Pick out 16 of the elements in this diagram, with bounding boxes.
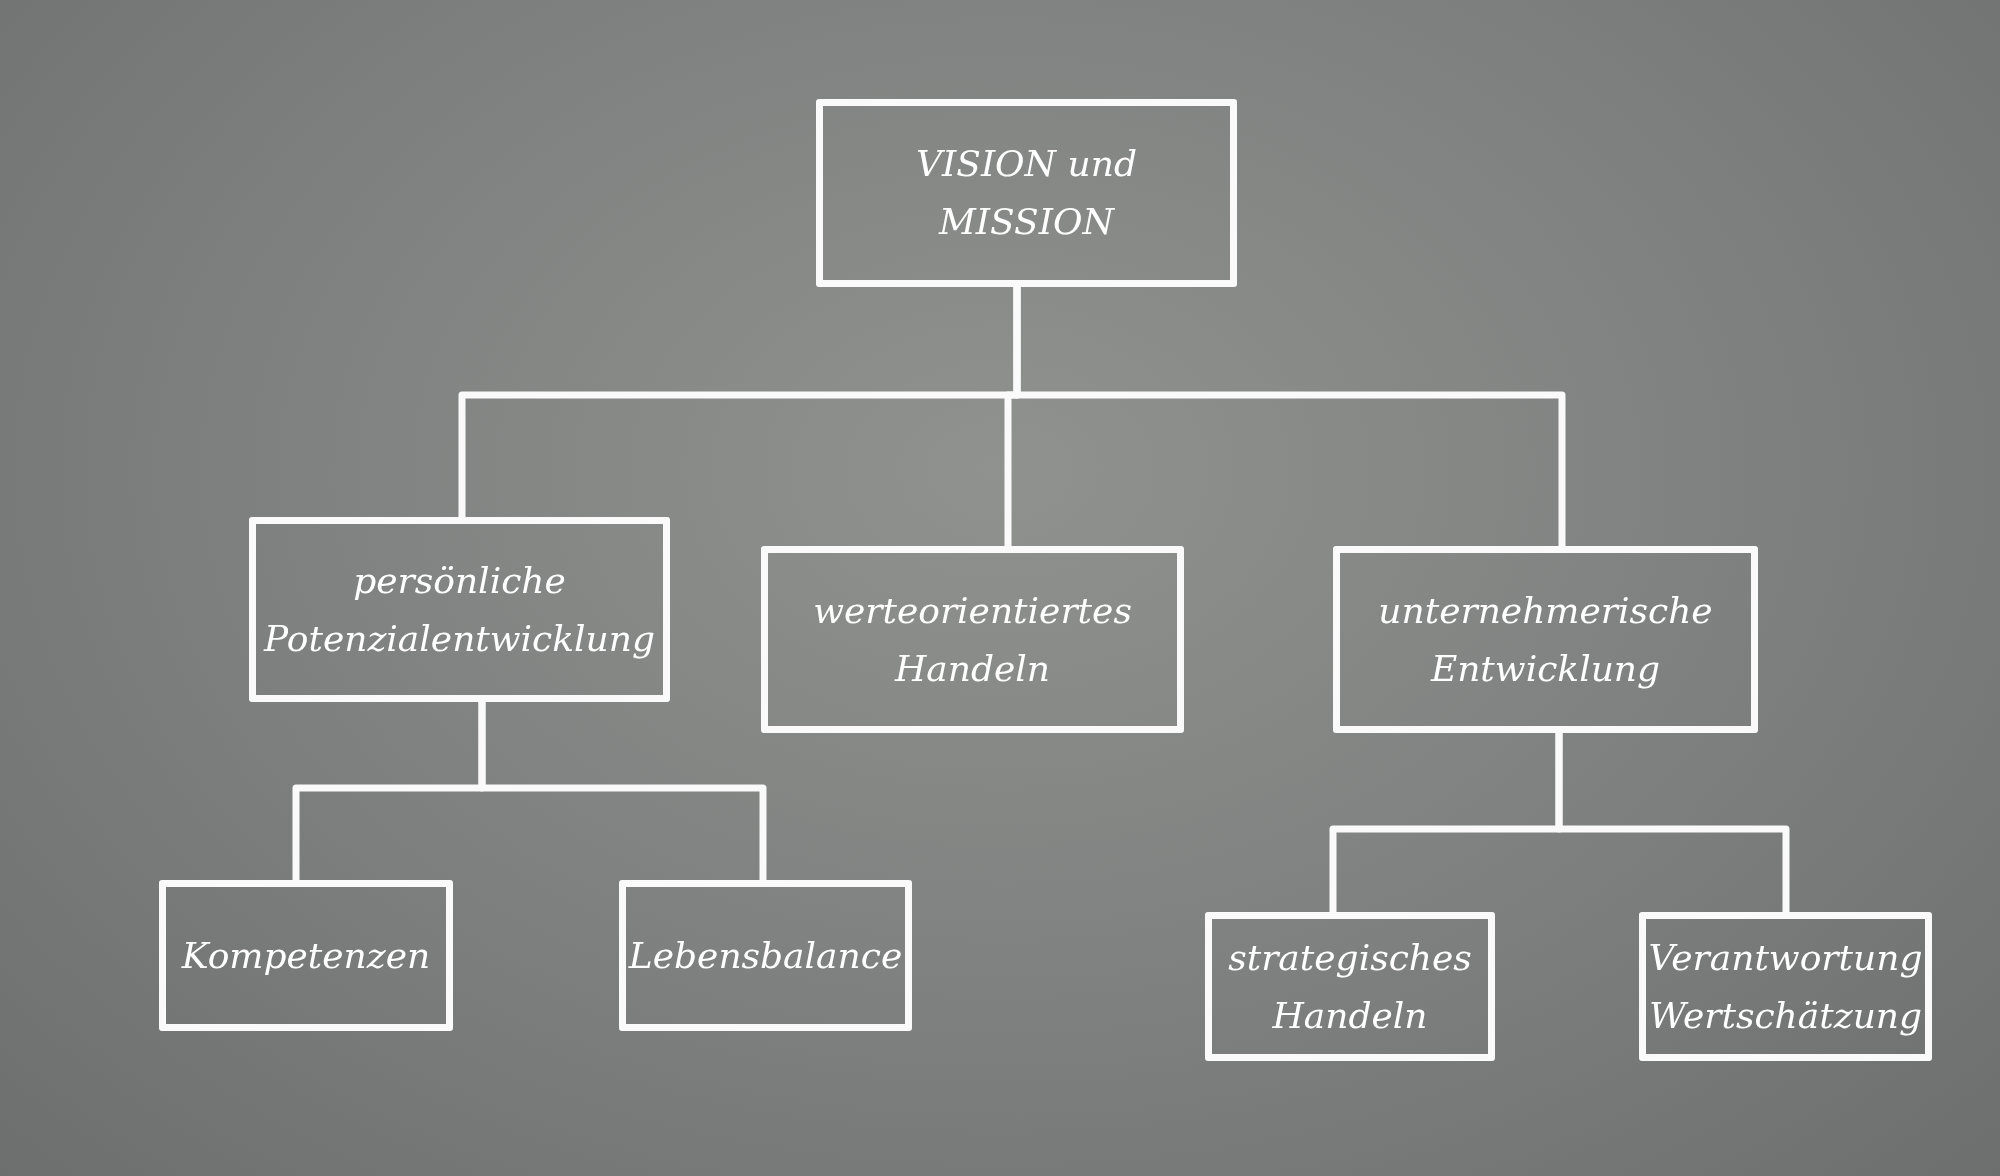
chalk-box — [1639, 912, 1932, 1061]
box-label: werteorientiertes Handeln — [812, 588, 1133, 691]
box-label: unternehmerische Entwicklung — [1377, 588, 1714, 691]
box-label: Kompetenzen — [181, 933, 431, 978]
box-label: VISION und MISSION — [915, 142, 1138, 244]
chalk-box — [249, 517, 670, 702]
box-label: strategisches Handeln — [1228, 935, 1472, 1038]
box-label: Verantwortung Wertschätzung — [1648, 935, 1923, 1038]
chalk-box — [1333, 546, 1758, 733]
chalk-box — [1205, 912, 1495, 1061]
chalk-box — [816, 99, 1237, 287]
chalk-box — [761, 546, 1184, 733]
box-label: Lebensbalance — [628, 933, 903, 978]
chalk-box — [159, 880, 453, 1031]
box-label: persönliche Potenzialentwicklung — [264, 558, 656, 661]
chalk-box — [619, 880, 912, 1031]
